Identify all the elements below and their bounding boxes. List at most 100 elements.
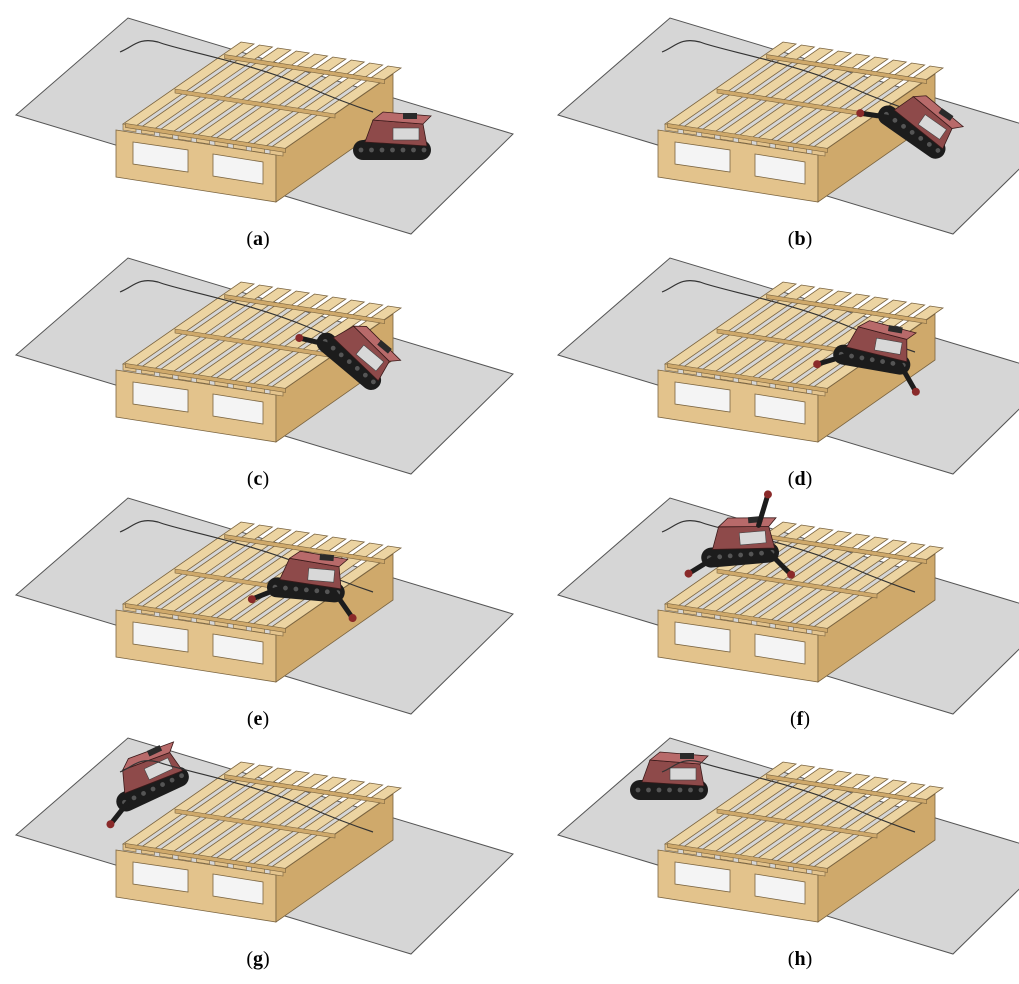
- track-wheel: [179, 773, 184, 779]
- panel-caption: (h): [550, 948, 1019, 971]
- robot-arm-up: [756, 491, 771, 528]
- track-wheel: [880, 359, 885, 364]
- robot-sensor: [319, 553, 335, 562]
- caption-paren-close: ): [805, 948, 813, 970]
- caption-letter: e: [253, 708, 263, 730]
- robot: [630, 751, 709, 800]
- track-wheel: [421, 147, 427, 153]
- track-wheel: [759, 550, 764, 556]
- robot-arm: [814, 354, 846, 367]
- pallet-stringer: [125, 123, 286, 153]
- robot: [247, 550, 357, 623]
- panel-caption: (b): [550, 228, 1019, 251]
- robot-arm-tip: [684, 569, 693, 578]
- track-wheel: [400, 147, 406, 153]
- pallet-stringer: [766, 54, 927, 84]
- track-wheel: [362, 372, 368, 378]
- track-wheel: [738, 552, 744, 558]
- pallet-stringer: [224, 54, 385, 84]
- pallet-opening: [754, 393, 806, 425]
- pallet-stringer: [667, 843, 828, 873]
- pallet-stringer: [174, 808, 336, 839]
- robot-arm-tip: [106, 820, 115, 829]
- robot: [295, 325, 402, 390]
- pallet-opening: [674, 861, 731, 893]
- robot-leg: [897, 362, 919, 395]
- pallet-opening: [212, 153, 264, 185]
- caption-paren-close: ): [262, 708, 270, 730]
- robot-sensor: [146, 745, 163, 757]
- caption-paren-close: ): [805, 228, 813, 250]
- track-wheel: [869, 357, 875, 363]
- pallet-stringer: [716, 808, 878, 839]
- tether-cable: [119, 520, 374, 593]
- pallet-opening: [212, 873, 264, 905]
- pallet-opening: [674, 141, 731, 173]
- robot-plate: [669, 767, 697, 781]
- track-wheel: [890, 360, 896, 366]
- panel-caption: (d): [550, 468, 1019, 491]
- track-wheel: [324, 589, 330, 595]
- track-wheel: [314, 588, 320, 594]
- caption-letter: b: [794, 228, 806, 250]
- caption-letter: h: [794, 948, 806, 970]
- robot-plate: [143, 757, 174, 781]
- panel-illustration: [14, 737, 514, 955]
- robot-sensor: [680, 753, 694, 759]
- robot-arm-up-tip: [763, 490, 772, 499]
- robot-leg-tip: [348, 614, 357, 623]
- tether-cable: [119, 760, 374, 833]
- robot-plate: [392, 127, 420, 141]
- caption-paren-open: (: [246, 948, 253, 970]
- robot-plate: [874, 337, 903, 355]
- robot-leg-tip: [911, 387, 920, 396]
- track-wheel: [892, 117, 898, 123]
- pallet-stringer: [224, 294, 385, 324]
- panel-illustration: [556, 257, 1019, 475]
- pallet-stringer: [766, 294, 927, 324]
- caption-paren-close: ): [805, 468, 813, 490]
- track-wheel: [635, 787, 641, 793]
- track-wheel: [358, 147, 364, 153]
- panel-caption: (f): [550, 708, 1019, 731]
- track-wheel: [379, 147, 385, 153]
- pallet-stringer: [224, 534, 385, 564]
- pallet-stringer: [667, 123, 828, 153]
- track-wheel: [748, 551, 754, 557]
- panel-c: (c): [8, 252, 514, 493]
- track-wheel: [293, 586, 299, 592]
- pallet-stringer: [125, 843, 286, 873]
- panel-illustration: [556, 737, 1019, 955]
- pallet-opening: [674, 381, 731, 413]
- track-wheel: [727, 553, 733, 559]
- pallet-opening: [132, 861, 189, 893]
- track-wheel: [283, 585, 288, 591]
- pallet-stringer: [125, 603, 286, 633]
- track-wheel: [656, 787, 662, 793]
- pallet: [657, 521, 945, 683]
- track-wheel: [338, 352, 344, 358]
- pallet-opening: [132, 141, 189, 173]
- caption-letter: c: [253, 468, 263, 490]
- caption-paren-open: (: [787, 228, 795, 250]
- caption-paren-open: (: [246, 708, 254, 730]
- caption-paren-open: (: [246, 468, 254, 490]
- pallet-stringer: [125, 363, 286, 393]
- pallet-opening: [754, 153, 806, 185]
- robot-arm: [296, 335, 328, 347]
- robot-top: [857, 320, 918, 340]
- robot-top: [912, 95, 965, 129]
- panel-caption: (c): [8, 468, 508, 491]
- robot-leg-tip: [787, 570, 796, 579]
- robot-sensor: [938, 108, 954, 122]
- pallet-opening: [212, 633, 264, 665]
- robot: [106, 741, 189, 829]
- caption-paren-open: (: [787, 468, 795, 490]
- robot-arm-tip: [295, 333, 304, 342]
- pallet-stringer: [716, 568, 878, 599]
- pallet-opening: [754, 873, 806, 905]
- caption-paren-close: ): [803, 708, 810, 730]
- pallet-stringer: [667, 603, 828, 633]
- robot-plate: [307, 567, 336, 583]
- track-wheel: [646, 787, 651, 793]
